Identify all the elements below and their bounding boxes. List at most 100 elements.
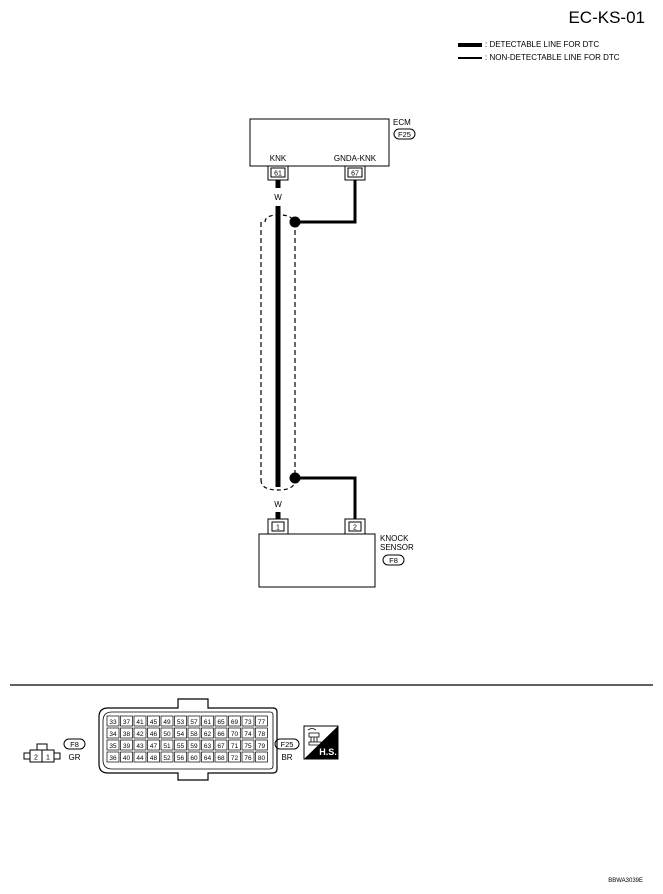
f25-pin-cell bbox=[214, 739, 228, 751]
shield-splice-top bbox=[289, 216, 301, 228]
sensor-terminal-1 bbox=[267, 518, 289, 534]
f25-pin-cell bbox=[241, 751, 255, 763]
f25-pin-cell bbox=[214, 727, 228, 739]
detectable-line-swatch bbox=[458, 42, 482, 47]
f25-pin-cell bbox=[174, 715, 187, 727]
f25-pin-number: 36 bbox=[109, 755, 117, 762]
f25-pin-cell bbox=[201, 751, 214, 763]
f25-pin-cell bbox=[147, 751, 160, 763]
ecm-connector-badge bbox=[393, 128, 416, 140]
legend-non-detectable-label: : NON-DETECTABLE LINE FOR DTC bbox=[485, 53, 620, 62]
f25-color: BR bbox=[281, 753, 292, 762]
f25-pin-cell bbox=[241, 727, 255, 739]
f25-pin-number: 59 bbox=[190, 743, 198, 750]
f25-pin-number: 50 bbox=[163, 731, 171, 738]
f25-pin-number: 79 bbox=[258, 743, 266, 750]
f25-pin-cell bbox=[228, 751, 241, 763]
f25-pin-cell bbox=[120, 751, 133, 763]
f25-pin-cell bbox=[228, 715, 241, 727]
f25-pin-number: 74 bbox=[244, 731, 252, 738]
knock-sensor-connector-id: F8 bbox=[389, 556, 398, 565]
f25-pin-cell bbox=[174, 739, 187, 751]
f25-pin-cell bbox=[255, 727, 268, 739]
f25-pin-number: 70 bbox=[231, 731, 239, 738]
f25-connector-outline bbox=[98, 698, 278, 781]
ecm-pin-number-67: 67 bbox=[351, 171, 359, 178]
f25-pin-number: 43 bbox=[136, 743, 144, 750]
f25-pin-cell bbox=[133, 715, 147, 727]
sensor-pin-box-2 bbox=[348, 521, 362, 532]
f25-pin-number: 76 bbox=[244, 755, 252, 762]
ecm-box bbox=[249, 118, 390, 167]
f25-pin-number: 66 bbox=[217, 731, 225, 738]
knock-sensor-label-line2: SENSOR bbox=[380, 543, 414, 552]
f25-pin-cell bbox=[106, 739, 120, 751]
f25-pin-cell bbox=[106, 715, 120, 727]
f25-pin-number: 47 bbox=[150, 743, 158, 750]
f25-pin-cell bbox=[120, 715, 133, 727]
f25-pin-cell bbox=[106, 751, 120, 763]
f8-id: F8 bbox=[70, 740, 79, 749]
f25-pin-cell bbox=[174, 751, 187, 763]
sensor-terminal-2 bbox=[344, 518, 366, 534]
f25-pin-cell bbox=[228, 727, 241, 739]
f25-pin-cell bbox=[241, 739, 255, 751]
f25-pin-cell bbox=[214, 751, 228, 763]
f25-pin-number: 39 bbox=[123, 743, 131, 750]
f25-pin-number: 69 bbox=[231, 719, 239, 726]
f25-pin-number: 53 bbox=[177, 719, 185, 726]
f25-pin-number: 51 bbox=[163, 743, 171, 750]
legend-non-detectable: : NON-DETECTABLE LINE FOR DTC bbox=[458, 53, 620, 62]
f25-pin-cell bbox=[120, 739, 133, 751]
f25-pin-number: 62 bbox=[204, 731, 212, 738]
f25-pin-number: 33 bbox=[109, 719, 117, 726]
f25-pin-cell bbox=[187, 739, 201, 751]
f25-pin-number: 56 bbox=[177, 755, 185, 762]
ecm-label: ECM bbox=[393, 118, 411, 127]
legend-detectable: : DETECTABLE LINE FOR DTC bbox=[458, 40, 599, 49]
shield-splice-bottom bbox=[289, 472, 301, 484]
f25-pin-number: 75 bbox=[244, 743, 252, 750]
f25-pin-cell bbox=[147, 727, 160, 739]
f25-pin-number: 37 bbox=[123, 719, 131, 726]
ecm-pin-box-61 bbox=[270, 167, 286, 178]
f25-pin-number: 60 bbox=[190, 755, 198, 762]
f8-color: GR bbox=[69, 753, 81, 762]
page-id: EC-KS-01 bbox=[568, 8, 645, 27]
reference-code: BBWA3039E bbox=[608, 878, 643, 884]
f25-pin-number: 68 bbox=[217, 755, 225, 762]
f25-pin-cell bbox=[201, 715, 214, 727]
f25-pin-number: 61 bbox=[204, 719, 212, 726]
ecm-pin-box-67 bbox=[347, 167, 363, 178]
sensor-pin-number-2: 2 bbox=[353, 525, 357, 532]
f25-pin-cell bbox=[228, 739, 241, 751]
f25-pin-number: 46 bbox=[150, 731, 158, 738]
f25-pin-number: 72 bbox=[231, 755, 239, 762]
sensor-pin-box-1 bbox=[271, 521, 285, 532]
f25-pin-number: 80 bbox=[258, 755, 266, 762]
f25-pin-cell bbox=[106, 727, 120, 739]
f25-pin-number: 77 bbox=[258, 719, 266, 726]
knock-sensor-box bbox=[258, 533, 376, 588]
f25-pin-cell bbox=[160, 715, 174, 727]
f25-pin-number: 73 bbox=[244, 719, 252, 726]
f25-pin-number: 65 bbox=[217, 719, 225, 726]
f25-pin-cell bbox=[120, 727, 133, 739]
f25-pin-cell bbox=[255, 751, 268, 763]
f25-connector-inner bbox=[102, 711, 274, 770]
f25-pin-number: 34 bbox=[109, 731, 117, 738]
f25-pin-number: 45 bbox=[150, 719, 158, 726]
f25-pin-cell bbox=[133, 739, 147, 751]
f25-pin-cell bbox=[133, 751, 147, 763]
wire-color-bottom: W bbox=[274, 500, 282, 509]
f25-badge bbox=[274, 738, 300, 750]
f25-pin-number: 49 bbox=[163, 719, 171, 726]
wire-color-top: W bbox=[274, 193, 282, 202]
f25-id: F25 bbox=[281, 740, 294, 749]
f25-pin-cell bbox=[214, 715, 228, 727]
f25-pin-number: 48 bbox=[150, 755, 158, 762]
f25-pin-number: 44 bbox=[136, 755, 144, 762]
sensor-ground-wire bbox=[300, 476, 357, 519]
gnda-knk-wire bbox=[300, 180, 357, 224]
